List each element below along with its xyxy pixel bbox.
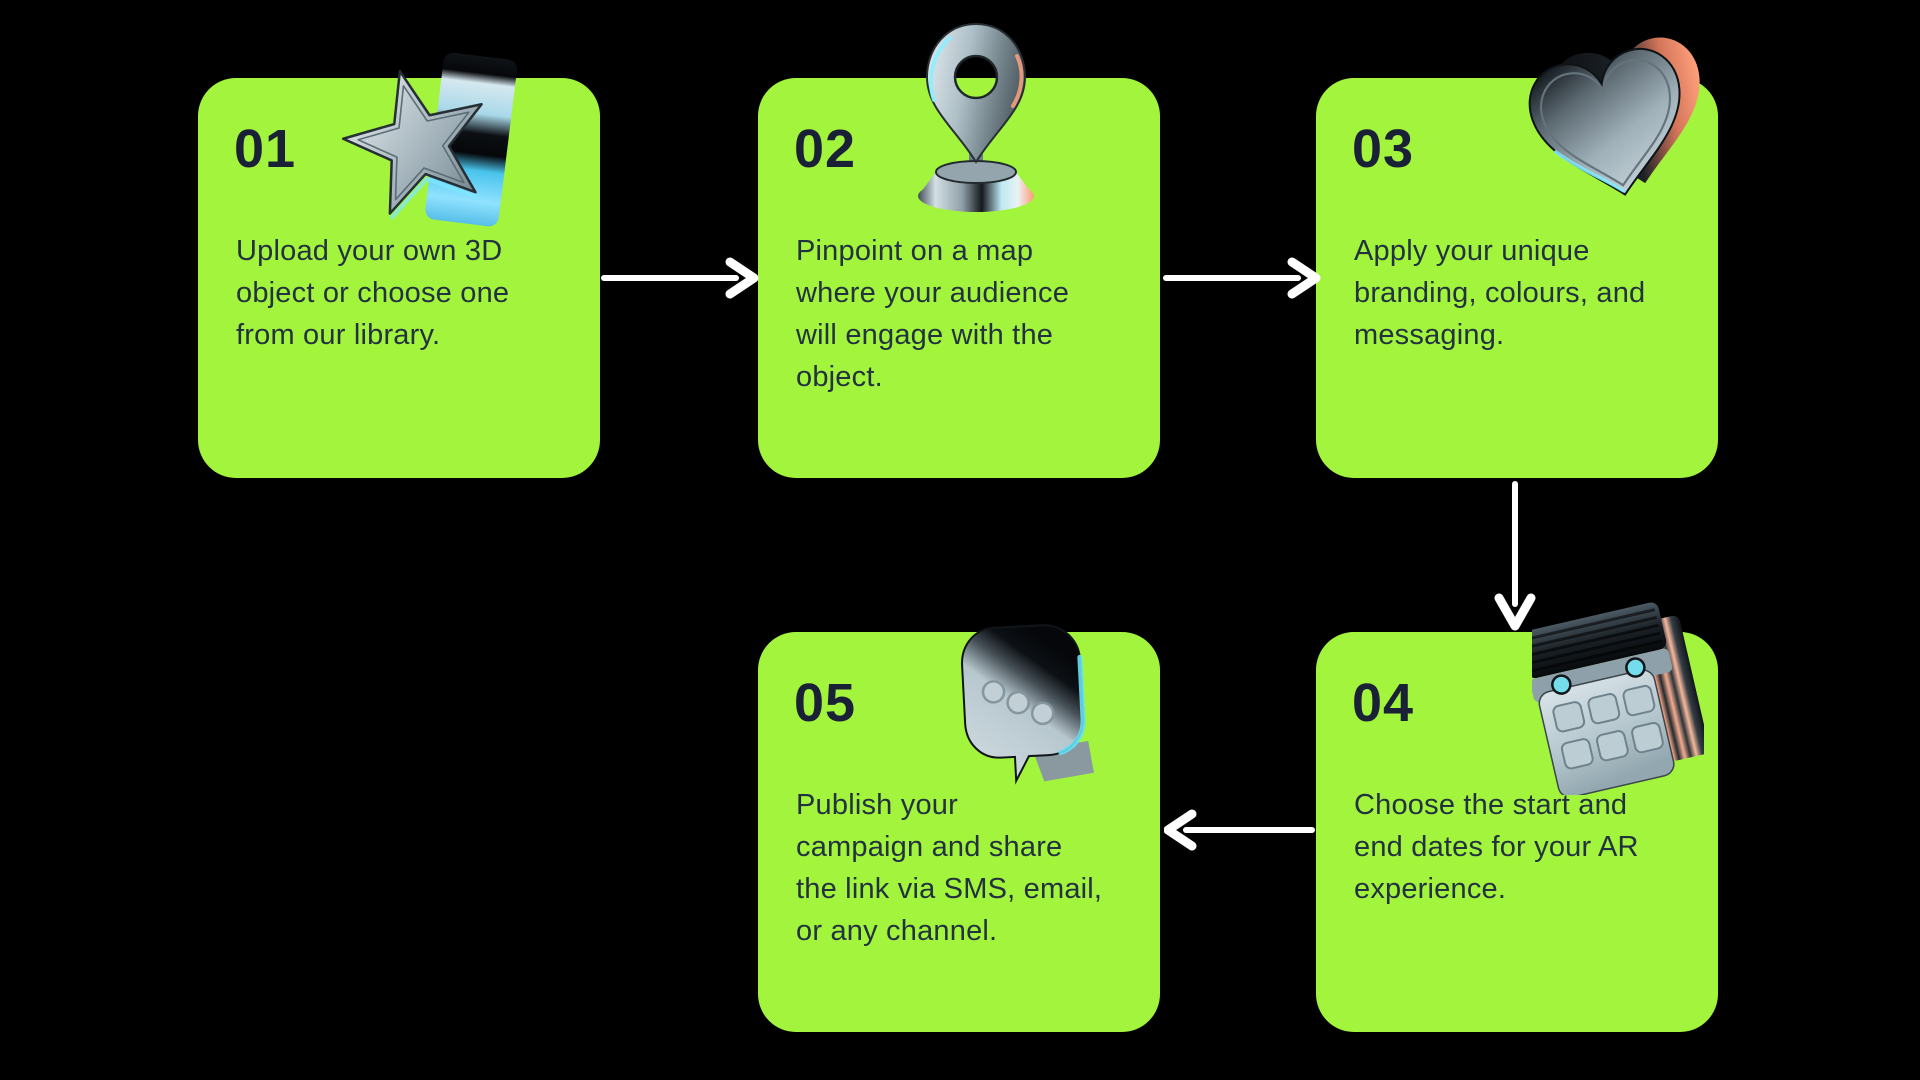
arrow-02-to-03-icon [1163, 257, 1321, 299]
step-card-05: 05 Publish your campaign and share the l… [758, 624, 1160, 1032]
step-description: Choose the start and end dates for your … [1354, 789, 1639, 905]
step-number: 05 [794, 673, 857, 733]
arrow-03-to-04-icon [1494, 481, 1536, 631]
step-description: Publish your campaign and share the link… [796, 789, 1103, 947]
map-pin-3d-icon [918, 22, 1034, 212]
step-description: Apply your unique branding, colours, and… [1354, 235, 1646, 351]
step-card-02: 02 Pinpoint on a map where your audience… [758, 22, 1160, 478]
calendar-3d-icon [1532, 602, 1704, 795]
step-number: 03 [1352, 119, 1415, 179]
heart-3d-icon [1528, 37, 1700, 196]
step-description: Pinpoint on a map where your audience wi… [796, 235, 1070, 393]
step-card-04: 04 Choose the start and end dates for yo… [1316, 602, 1718, 1032]
arrow-01-to-02-icon [601, 257, 759, 299]
arrow-04-to-05-icon [1164, 809, 1315, 851]
step-description: Upload your own 3D object or choose one … [236, 235, 510, 351]
chat-bubble-3d-icon [961, 624, 1094, 785]
step-number: 02 [794, 119, 857, 179]
star-3d-icon [341, 52, 517, 227]
step-number: 01 [234, 119, 297, 179]
step-card-01: 01 Upload your own 3D object or choose o… [198, 52, 600, 478]
step-card-03: 03 Apply your unique branding, colours, … [1316, 37, 1718, 478]
step-number: 04 [1352, 673, 1415, 733]
